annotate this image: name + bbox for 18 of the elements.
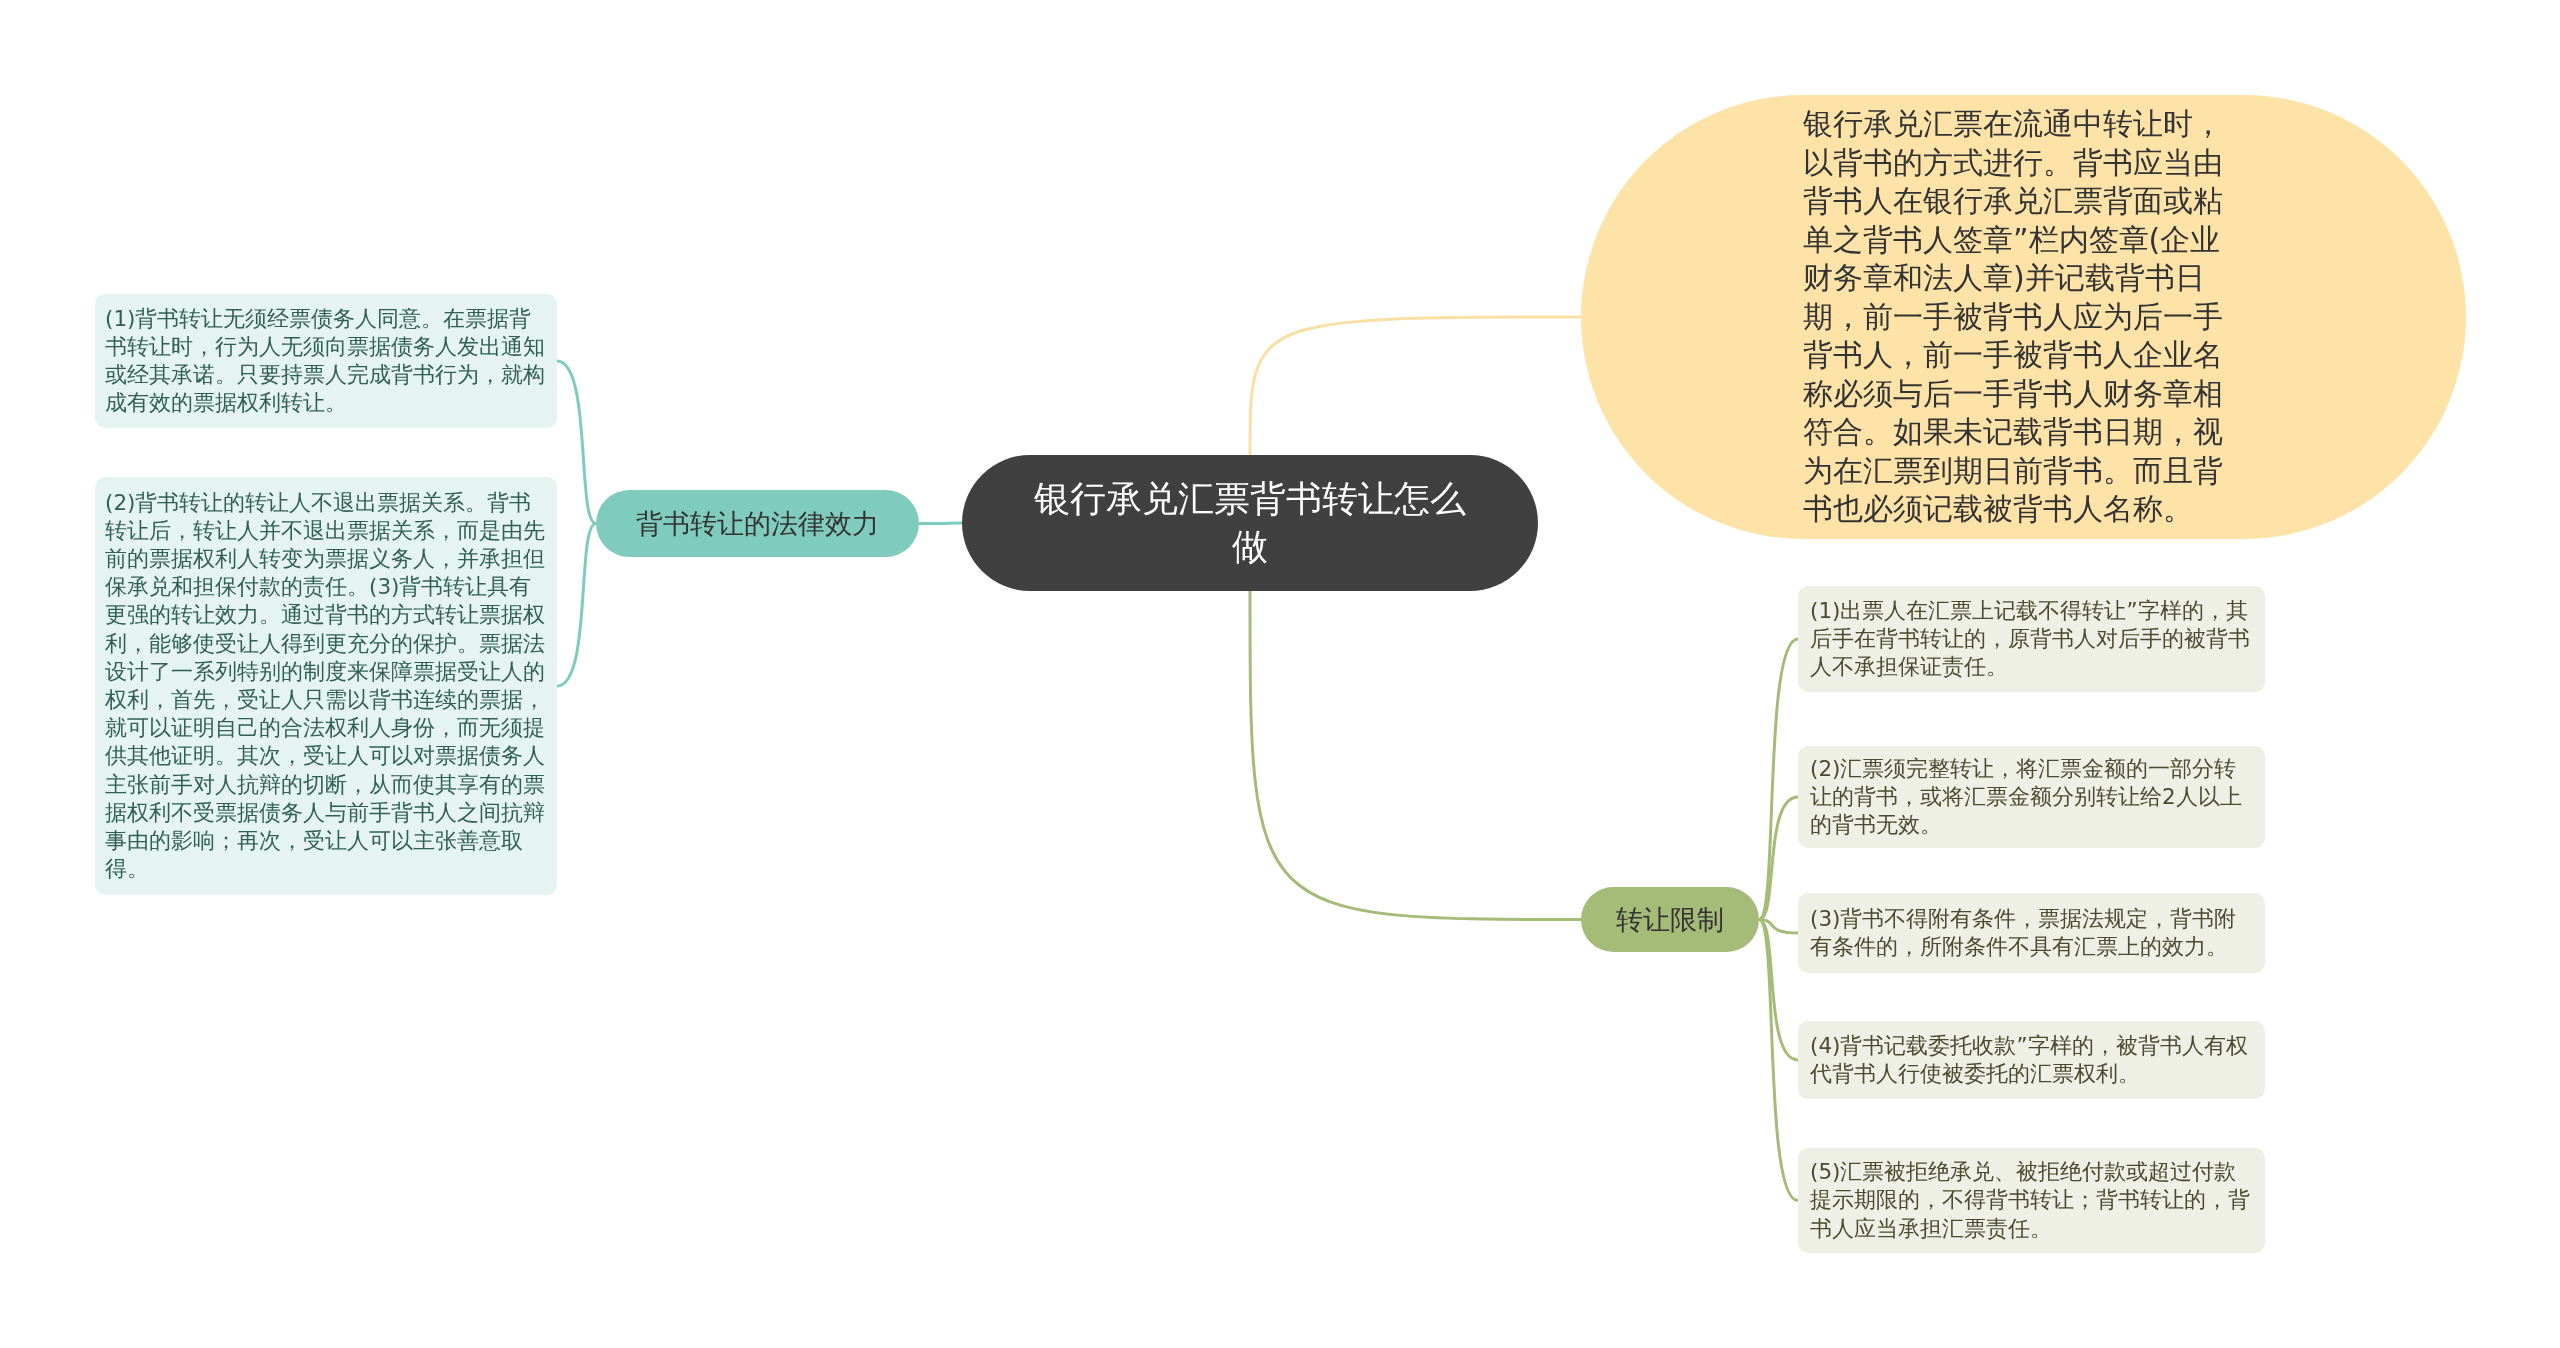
text-card: (3)背书不得附有条件，票据法规定，背书附有条件的，所附条件不具有汇票上的效力。 bbox=[1798, 893, 2265, 973]
connector-line bbox=[556, 522, 597, 688]
text-card: (1)背书转让无须经票债务人同意。在票据背书转让时，行为人无须向票据债务人发出通知或经其承诺。只要持票人完成背书行为，就构成有效的票据权利转让。 bbox=[95, 294, 557, 428]
central-topic-pill: 银行承兑汇票背书转让怎么做 bbox=[962, 455, 1538, 591]
connector-line bbox=[1248, 315, 1581, 455]
connector-line bbox=[556, 359, 597, 525]
connector-line bbox=[1757, 918, 1799, 1202]
branch-pill: 转让限制 bbox=[1581, 887, 1759, 952]
note-bubble: 银行承兑汇票在流通中转让时，以背书的方式进行。背书应当由背书人在银行承兑汇票背面或粘单之背书人签章”栏内签章(企业财务章和法人章)并记载背书日期，前一手被背书人应为后一手背书人，前一手被背书人企业名称必须与后一手背书人财务章相符合。如果未记载背书日期，视为在汇票到期日前背书。而且背书也必须记载被背书人名称。 bbox=[1581, 95, 2466, 539]
text-card: (5)汇票被拒绝承兑、被拒绝付款或超过付款提示期限的，不得背书转让；背书转让的，背书人应当承担汇票责任。 bbox=[1798, 1148, 2265, 1253]
connector-line bbox=[919, 521, 962, 525]
text-card: (4)背书记载委托收款”字样的，被背书人有权代背书人行使被委托的汇票权利。 bbox=[1798, 1021, 2265, 1099]
text-card: (2)汇票须完整转让，将汇票金额的一部分转让的背书，或将汇票金额分别转让给2人以上的背书无效。 bbox=[1798, 746, 2265, 848]
text-card: (1)出票人在汇票上记载不得转让”字样的，其后手在背书转让的，原背书人对后手的被背书人不承担保证责任。 bbox=[1798, 586, 2265, 692]
branch-pill: 背书转让的法律效力 bbox=[596, 490, 919, 557]
connector-line bbox=[1758, 795, 1799, 921]
connector-line bbox=[1248, 591, 1581, 921]
text-card: (2)背书转让的转让人不退出票据关系。背书转让后，转让人并不退出票据关系，而是由先前的票据权利人转变为票据义务人，并承担但保承兑和担保付款的责任。(3)背书转让具有更强的转让效力。通过背书的方式转让票据权利，能够使受让人得到更充分的保护。票据法设计了一系列特别的制度来保障票据受让人的权利，首先，受让人只需以背书连续的票据，就可以证明自己的合法权利人身份，而无须提供其他证明。其次，受让人可以对票据债务人主张前手对人抗辩的切断，从而使其享有的票据权利不受票据债务人与前手背书人之间抗辩事由的影响；再次，受让人可以主张善意取得。 bbox=[95, 477, 557, 895]
